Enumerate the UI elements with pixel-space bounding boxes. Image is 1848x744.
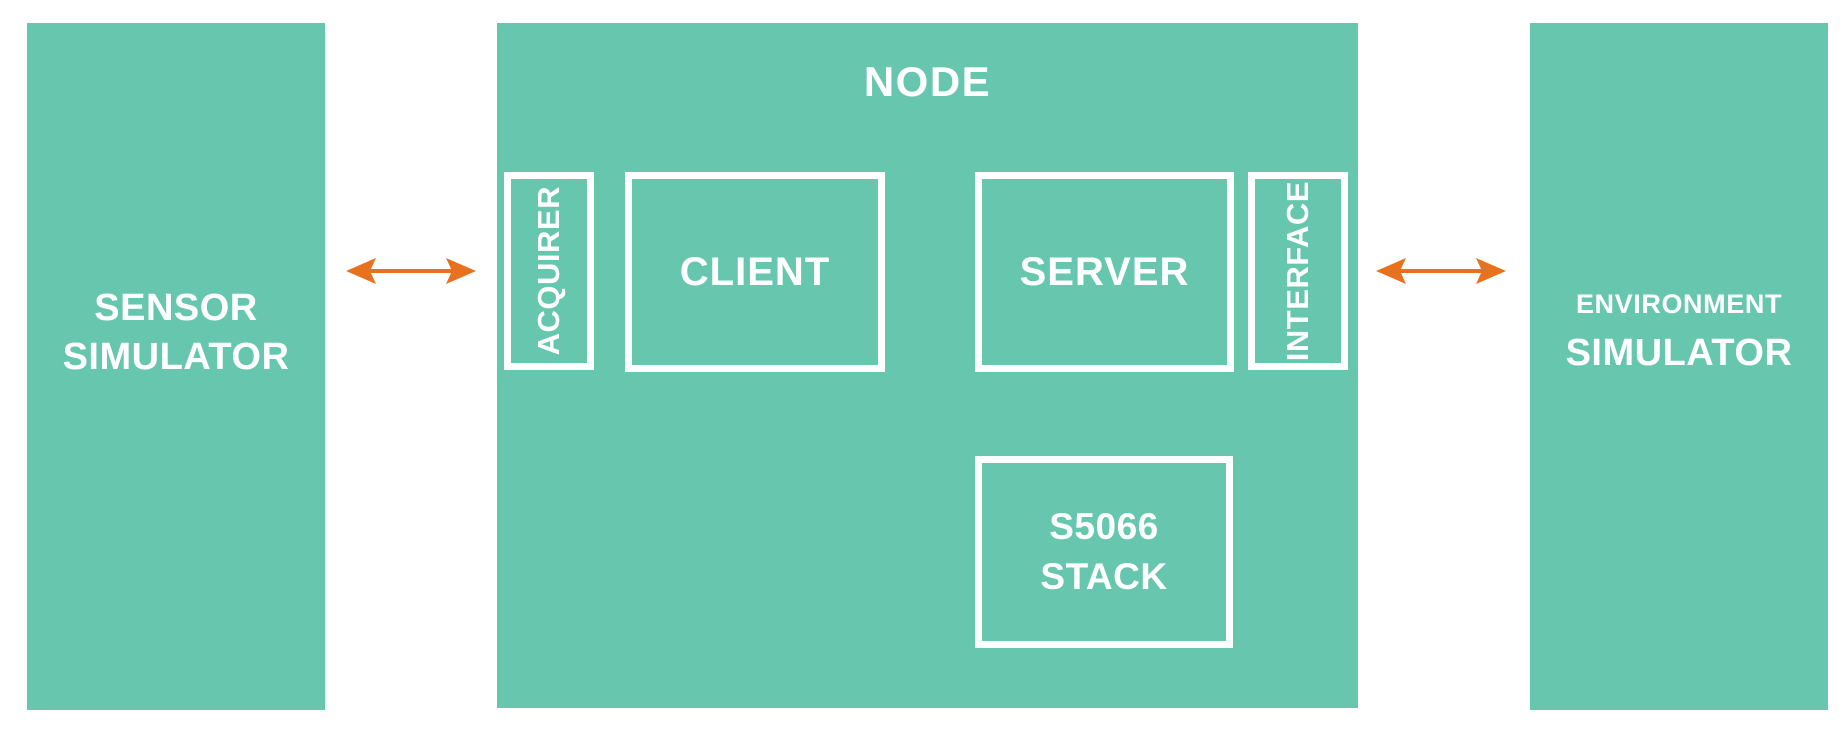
arrow-sensor-to-node-icon: [346, 258, 476, 284]
s5066-stack-block: S5066 STACK: [975, 456, 1233, 648]
client-block: CLIENT: [625, 172, 885, 372]
s5066-stack-label-line-2: STACK: [1040, 556, 1168, 597]
interface-label: INTERFACE: [1280, 180, 1315, 362]
arrow-node-to-environment-icon: [1376, 258, 1506, 284]
node-title: NODE: [863, 58, 992, 105]
acquirer-block: ACQUIRER: [504, 172, 594, 370]
arrow-client-server-icon: [1383, 283, 1465, 305]
server-label: SERVER: [1019, 249, 1190, 294]
sensor-simulator-label-line-1: SENSOR: [94, 287, 258, 329]
environment-simulator-label: ENVIRONMENT SIMULATOR: [1530, 287, 1828, 377]
client-label: CLIENT: [679, 249, 831, 294]
environment-simulator-panel: ENVIRONMENT SIMULATOR: [1530, 23, 1828, 710]
interface-block: INTERFACE: [1248, 172, 1348, 370]
sensor-simulator-label-line-2: SIMULATOR: [62, 335, 290, 378]
server-block: SERVER: [975, 172, 1234, 372]
s5066-stack-label: S5066 STACK: [1040, 502, 1167, 602]
environment-simulator-label-line-2: SIMULATOR: [1565, 331, 1793, 374]
environment-simulator-label-line-1: ENVIRONMENT: [1575, 289, 1783, 319]
node-panel: NODE ACQUIRER CLIENT SERVER INTERFACE: [497, 23, 1612, 708]
sensor-simulator-panel: SENSOR SIMULATOR: [27, 23, 325, 710]
acquirer-label: ACQUIRER: [531, 186, 566, 356]
sensor-simulator-label: SENSOR SIMULATOR: [27, 284, 325, 381]
s5066-stack-label-line-1: S5066: [1049, 506, 1159, 548]
